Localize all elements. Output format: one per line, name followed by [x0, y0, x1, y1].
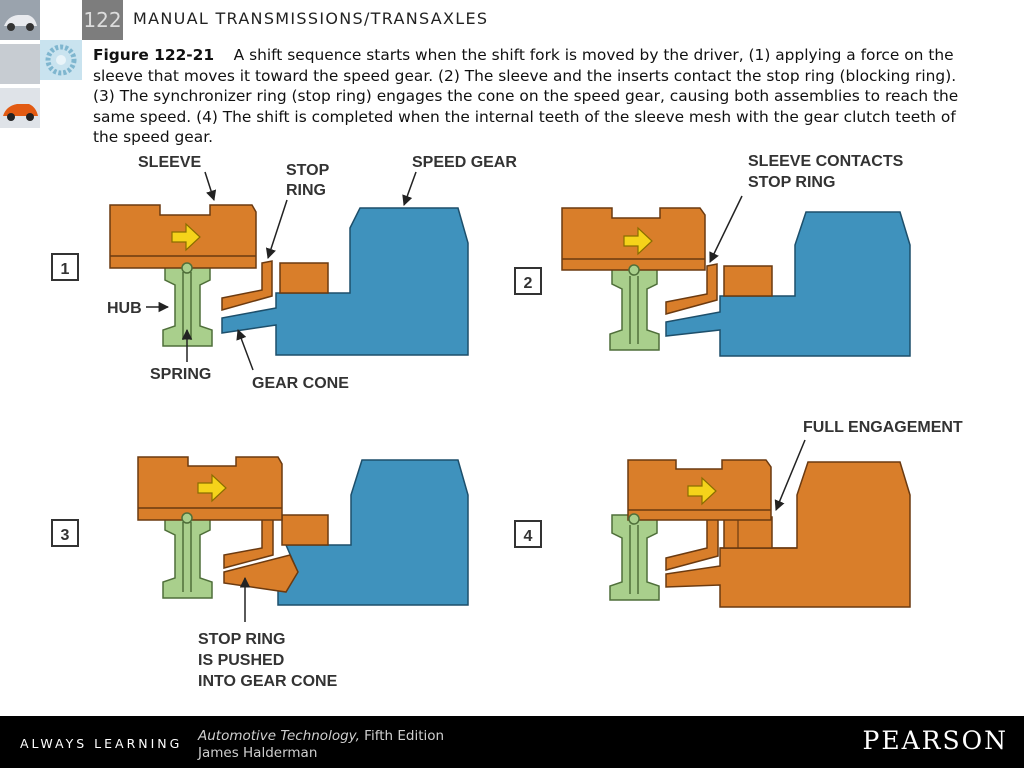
direction-arrow-icon — [171, 222, 201, 252]
stop-ring-4 — [665, 514, 719, 571]
panel-2: 2 SLEEVE CONTACTS STOP RING — [514, 153, 911, 357]
book-author: James Halderman — [198, 745, 318, 761]
label-ring: RING — [286, 182, 326, 199]
gear-thumbnail — [40, 40, 82, 80]
hub-2 — [609, 265, 660, 351]
label-stop-ring-pushed-1: STOP RING — [198, 631, 285, 648]
gear-clutch-teeth-3 — [281, 514, 329, 546]
chapter-number: 122 — [82, 0, 123, 40]
publisher-logo: PEARSON — [862, 726, 1008, 755]
caption-text: A shift sequence starts when the shift f… — [93, 46, 959, 146]
step-number-4: 4 — [524, 528, 533, 545]
panel-1: 1 SLEEVE STOP RING SPEED GEAR HUB SPRING… — [51, 154, 517, 392]
label-spring: SPRING — [150, 366, 211, 383]
speed-gear-1 — [221, 207, 469, 356]
hub-4 — [609, 514, 660, 601]
hub-1 — [162, 261, 213, 347]
step-box-2 — [514, 267, 542, 295]
footer-tagline: ALWAYS LEARNING — [20, 736, 183, 751]
label-hub: HUB — [107, 300, 142, 317]
direction-arrow-icon — [197, 473, 227, 503]
label-stop-ring-pushed-2: IS PUSHED — [198, 652, 284, 669]
book-edition: Fifth Edition — [359, 728, 445, 744]
step-box-3 — [51, 519, 79, 547]
speed-gear-2 — [665, 211, 911, 357]
label-sleeve: SLEEVE — [138, 154, 201, 171]
direction-arrow-icon — [623, 226, 653, 256]
header-thumbnails — [0, 0, 40, 132]
label-stop-ring: STOP RING — [748, 174, 835, 191]
figure-caption: Figure 122-21 A shift sequence starts wh… — [93, 45, 973, 148]
figure-label: Figure 122-21 — [93, 46, 215, 64]
footer-bar: ALWAYS LEARNING Automotive Technology, F… — [0, 716, 1024, 768]
book-title: Automotive Technology, — [198, 728, 360, 744]
label-full-engagement: FULL ENGAGEMENT — [803, 419, 963, 436]
step-box-4 — [514, 520, 542, 548]
step-number-1: 1 — [61, 261, 70, 278]
step-box-1 — [51, 253, 79, 281]
chapter-title: MANUAL TRANSMISSIONS/TRANSAXLES — [133, 9, 489, 28]
stop-ring-3 — [223, 512, 274, 569]
gear-clutch-teeth-4 — [723, 516, 773, 549]
direction-arrow-icon — [687, 476, 717, 506]
label-sleeve-contacts: SLEEVE CONTACTS — [748, 153, 904, 170]
car-thumbnail-3 — [0, 88, 40, 128]
stop-ring-1 — [221, 260, 273, 311]
car-thumbnail-2 — [0, 44, 40, 84]
label-stop: STOP — [286, 162, 330, 179]
gear-clutch-teeth-2 — [723, 265, 773, 297]
shift-sequence-diagram: 1 SLEEVE STOP RING SPEED GEAR HUB SPRING… — [51, 153, 963, 690]
panel-3: 3 STOP RING IS PUSHED INTO GEAR CONE — [51, 456, 469, 690]
label-stop-ring-pushed-3: INTO GEAR CONE — [198, 673, 338, 690]
book-info: Automotive Technology, Fifth Edition Jam… — [198, 728, 444, 762]
panel-4: 4 FULL ENGAGEMENT — [514, 419, 963, 608]
gear-clutch-teeth-1 — [279, 262, 329, 294]
step-number-3: 3 — [61, 527, 70, 544]
step-number-2: 2 — [524, 275, 533, 292]
hub-3 — [162, 511, 213, 599]
label-gear-cone: GEAR CONE — [252, 375, 349, 392]
stop-ring-2 — [665, 263, 718, 315]
car-thumbnail-1 — [0, 0, 40, 40]
label-speed-gear: SPEED GEAR — [412, 154, 517, 171]
